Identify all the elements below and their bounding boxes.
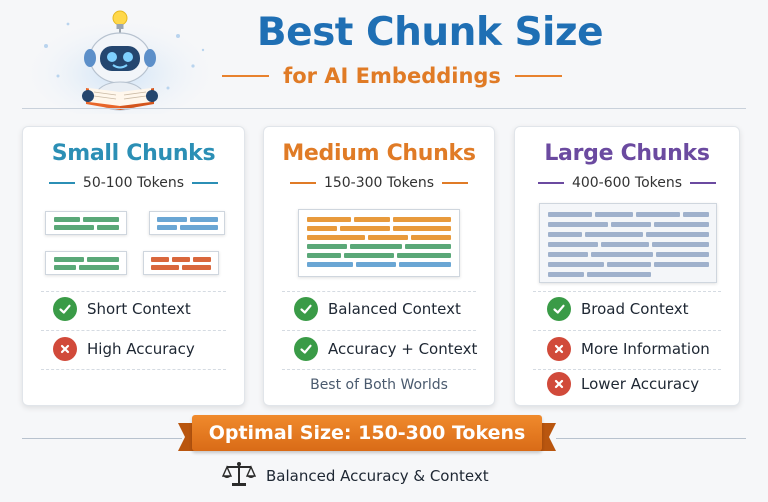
token-range: 400-600 Tokens	[571, 175, 683, 191]
banner-line-left	[22, 438, 182, 439]
feature-item: High Accuracy	[23, 337, 244, 361]
token-range: 50-100 Tokens	[82, 175, 185, 191]
card-title: Small Chunks	[51, 141, 216, 166]
check-icon	[53, 297, 77, 321]
check-icon	[547, 297, 571, 321]
feature-item: More Information	[515, 337, 739, 361]
banner-ribbon: Optimal Size: 150-300 Tokens	[192, 415, 542, 451]
token-line-right	[690, 182, 717, 184]
small-chunk-illustration	[45, 211, 127, 235]
feature-item: Broad Context	[515, 297, 739, 321]
feature-label: More Information	[581, 340, 710, 358]
feature-item: Short Context	[23, 297, 244, 321]
divider	[41, 369, 226, 370]
feature-label: Lower Accuracy	[581, 375, 700, 393]
divider	[41, 330, 226, 331]
card-title: Medium Chunks	[282, 141, 476, 166]
token-line-left	[289, 182, 316, 184]
small-chunk-illustration	[143, 251, 219, 275]
feature-label: High Accuracy	[87, 340, 195, 358]
token-line-right	[442, 182, 469, 184]
subtitle-line-left	[222, 75, 270, 77]
page-title: Best Chunk Size	[256, 10, 604, 55]
feature-label: Short Context	[87, 300, 191, 318]
feature-label: Broad Context	[581, 300, 689, 318]
subtitle-row: for AI Embeddings	[222, 64, 563, 88]
page-subtitle: for AI Embeddings	[283, 64, 501, 88]
divider	[533, 291, 721, 292]
subtitle-line-right	[514, 75, 563, 77]
token-line-left	[537, 182, 564, 184]
check-icon	[294, 297, 318, 321]
footer-row: Balanced Accuracy & Context	[221, 461, 489, 491]
divider	[533, 369, 721, 370]
small-chunk-illustration	[149, 211, 225, 235]
banner-line-right	[556, 438, 746, 439]
token-range-row: 50-100 Tokens	[23, 175, 244, 191]
divider	[41, 291, 226, 292]
divider	[533, 330, 721, 331]
x-icon	[53, 337, 77, 361]
x-icon	[547, 372, 571, 396]
feature-item: Balanced Context	[264, 297, 494, 321]
small-chunk-illustration	[45, 251, 127, 275]
feature-label: Balanced Context	[328, 300, 461, 318]
medium-chunk-illustration	[298, 209, 460, 277]
token-line-right	[192, 182, 219, 184]
card-title: Large Chunks	[544, 141, 710, 166]
large-chunk-illustration	[539, 203, 717, 283]
header-divider	[22, 108, 746, 109]
footer-text: Balanced Accuracy & Context	[266, 467, 489, 485]
check-icon	[294, 337, 318, 361]
card-large-chunks: Large Chunks 400-600 Tokens	[514, 126, 740, 406]
token-range-row: 150-300 Tokens	[264, 175, 494, 191]
robot-reading-illustration	[28, 6, 218, 120]
token-line-left	[48, 182, 75, 184]
feature-item: Lower Accuracy	[515, 372, 739, 396]
token-range: 150-300 Tokens	[323, 175, 435, 191]
scale-icon	[221, 461, 257, 491]
token-range-row: 400-600 Tokens	[515, 175, 739, 191]
best-of-both-note: Best of Both Worlds	[310, 377, 448, 393]
card-medium-chunks: Medium Chunks 150-300 Tokens	[263, 126, 495, 406]
feature-item: Accuracy + Context	[264, 337, 494, 361]
optimal-size-banner: Optimal Size: 150-300 Tokens	[178, 415, 556, 457]
card-small-chunks: Small Chunks 50-100 Tokens	[22, 126, 245, 406]
divider	[282, 291, 476, 292]
divider	[282, 369, 476, 370]
banner-text: Optimal Size: 150-300 Tokens	[208, 422, 526, 444]
feature-label: Accuracy + Context	[328, 340, 478, 358]
x-icon	[547, 337, 571, 361]
divider	[282, 330, 476, 331]
